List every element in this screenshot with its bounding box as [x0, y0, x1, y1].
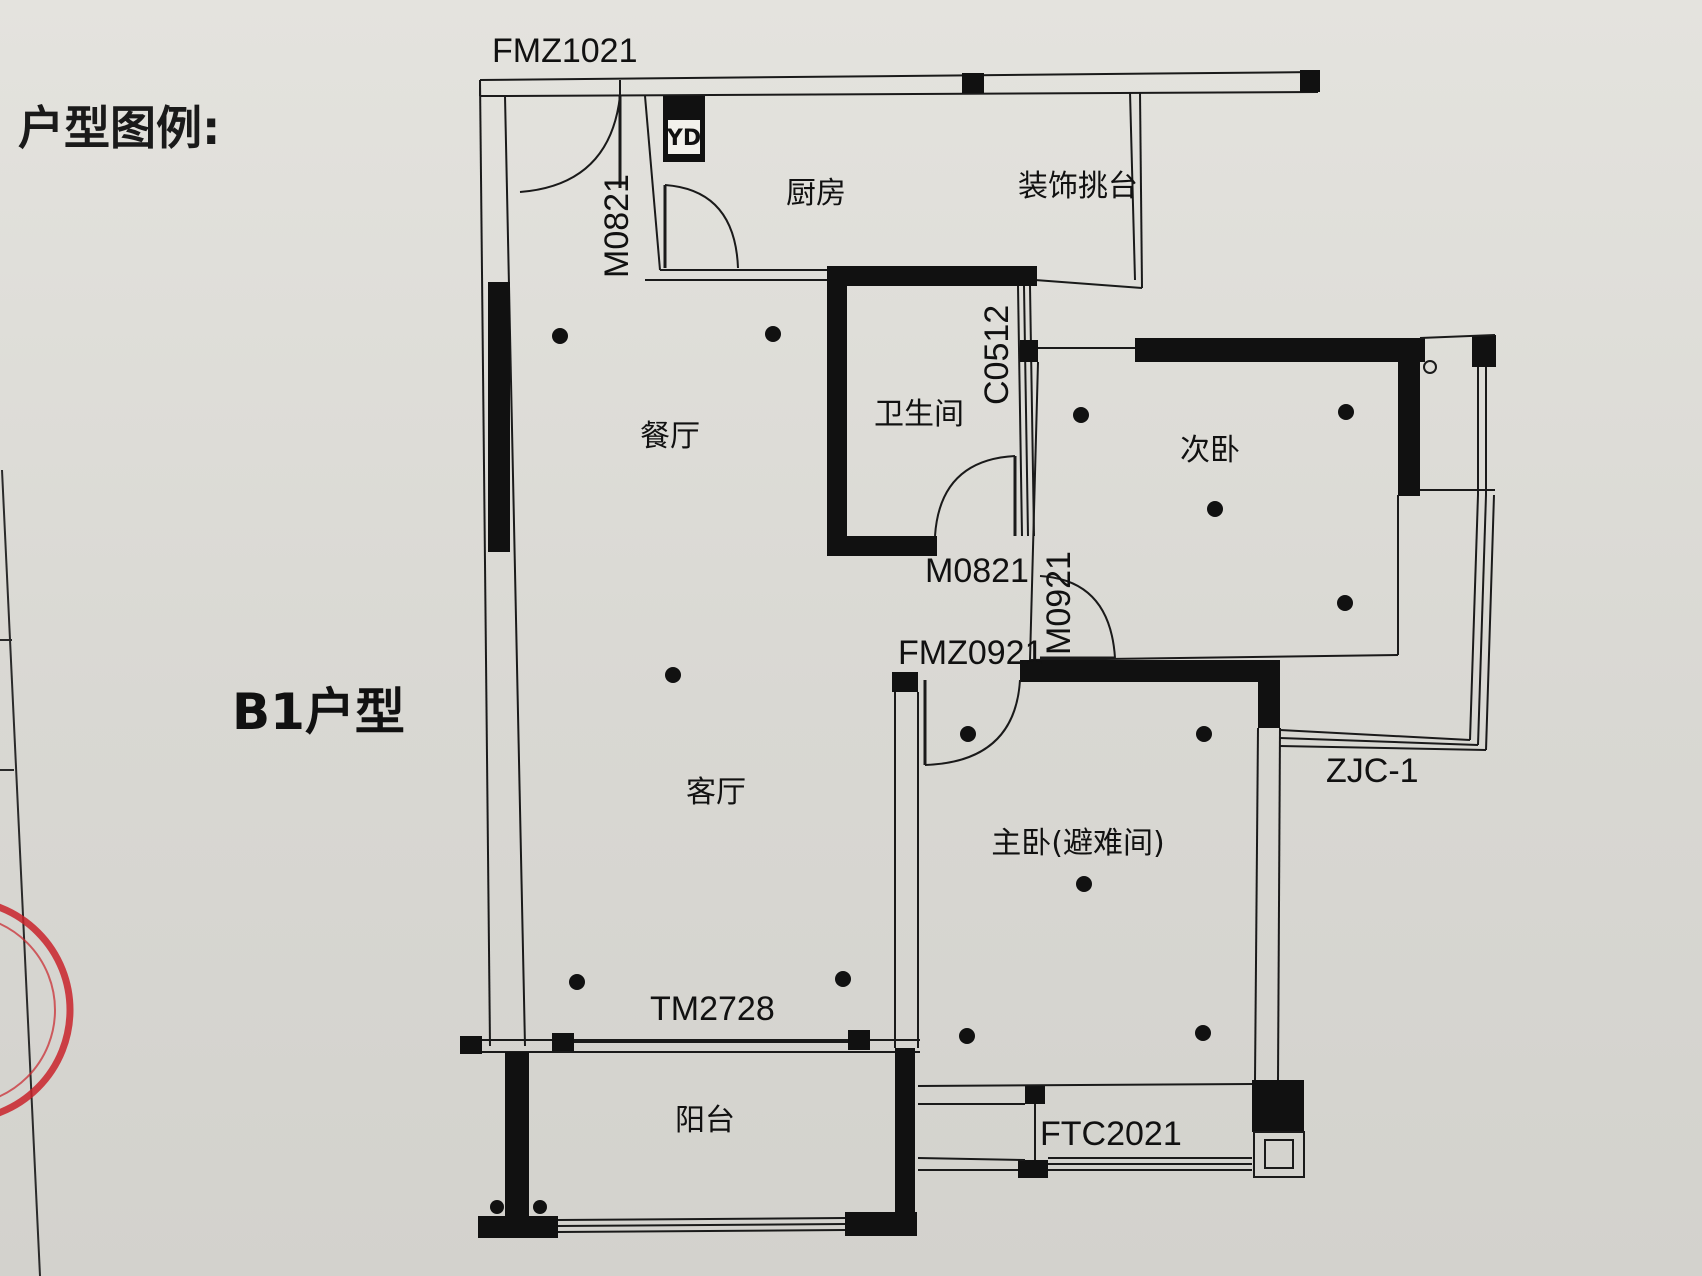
entry-door-code: FMZ1021 [492, 32, 638, 70]
bath-door-swing [934, 455, 1017, 537]
second-bedroom-walls [1020, 334, 1496, 661]
master-door-swing [923, 679, 1021, 766]
light-dot [1207, 501, 1223, 517]
light-dot [765, 326, 781, 342]
light-dot [533, 1200, 547, 1214]
light-dot [665, 667, 681, 683]
frame-line [1, 469, 41, 1276]
light-dot [1338, 404, 1354, 420]
light-dot [959, 1028, 975, 1044]
light-dot [1076, 876, 1092, 892]
light-dot [490, 1200, 504, 1214]
master-bedroom-label: 主卧(避难间) [991, 826, 1164, 861]
master-window [917, 1080, 1305, 1178]
light-dot [960, 726, 976, 742]
kitchen-label: 厨房 [786, 176, 846, 211]
second-bed-door-swing [1039, 575, 1116, 660]
ceiling-lights [490, 326, 1354, 1214]
decor-ledge-label: 装饰挑台 [1018, 169, 1138, 204]
bathroom-walls [827, 266, 1037, 556]
kitchen-door-code: M0821 [598, 174, 636, 278]
seal-stamp [0, 903, 74, 1117]
pipe-shaft-yd: YD [663, 96, 705, 162]
dining-label: 餐厅 [640, 419, 700, 454]
balcony-walls [478, 1048, 917, 1238]
balcony-door [460, 1030, 920, 1054]
top-wall [479, 70, 1320, 97]
second-bedroom-label: 次卧 [1180, 433, 1240, 468]
unit-type-label: B1户型 [232, 683, 405, 741]
pipe-shaft-label: YD [666, 126, 701, 151]
balcony-label: 阳台 [675, 1103, 735, 1138]
legend-heading: 户型图例: [18, 101, 221, 155]
corner-window [1279, 494, 1495, 751]
second-bed-door-code: M0921 [1040, 551, 1078, 655]
light-dot [1196, 726, 1212, 742]
living-label: 客厅 [686, 775, 746, 810]
bathroom-label: 卫生间 [874, 397, 964, 432]
kitchen-door-swing [663, 184, 739, 269]
corner-window-code: ZJC-1 [1326, 752, 1419, 790]
kitchen-walls [644, 91, 1143, 289]
light-dot [552, 328, 568, 344]
light-dot [835, 971, 851, 987]
light-dot [1073, 407, 1089, 423]
light-dot [569, 974, 585, 990]
light-dot [1337, 595, 1353, 611]
light-dot [1195, 1025, 1211, 1041]
master-door-code: FMZ0921 [898, 634, 1044, 672]
master-window-code: FTC2021 [1040, 1115, 1182, 1153]
left-wall [479, 79, 526, 1047]
bath-window-code: C0512 [978, 305, 1016, 405]
entry-door-swing [519, 95, 622, 193]
bath-door-code: M0821 [925, 552, 1029, 590]
balcony-door-code: TM2728 [650, 990, 775, 1028]
master-bedroom-walls [892, 660, 1281, 1081]
